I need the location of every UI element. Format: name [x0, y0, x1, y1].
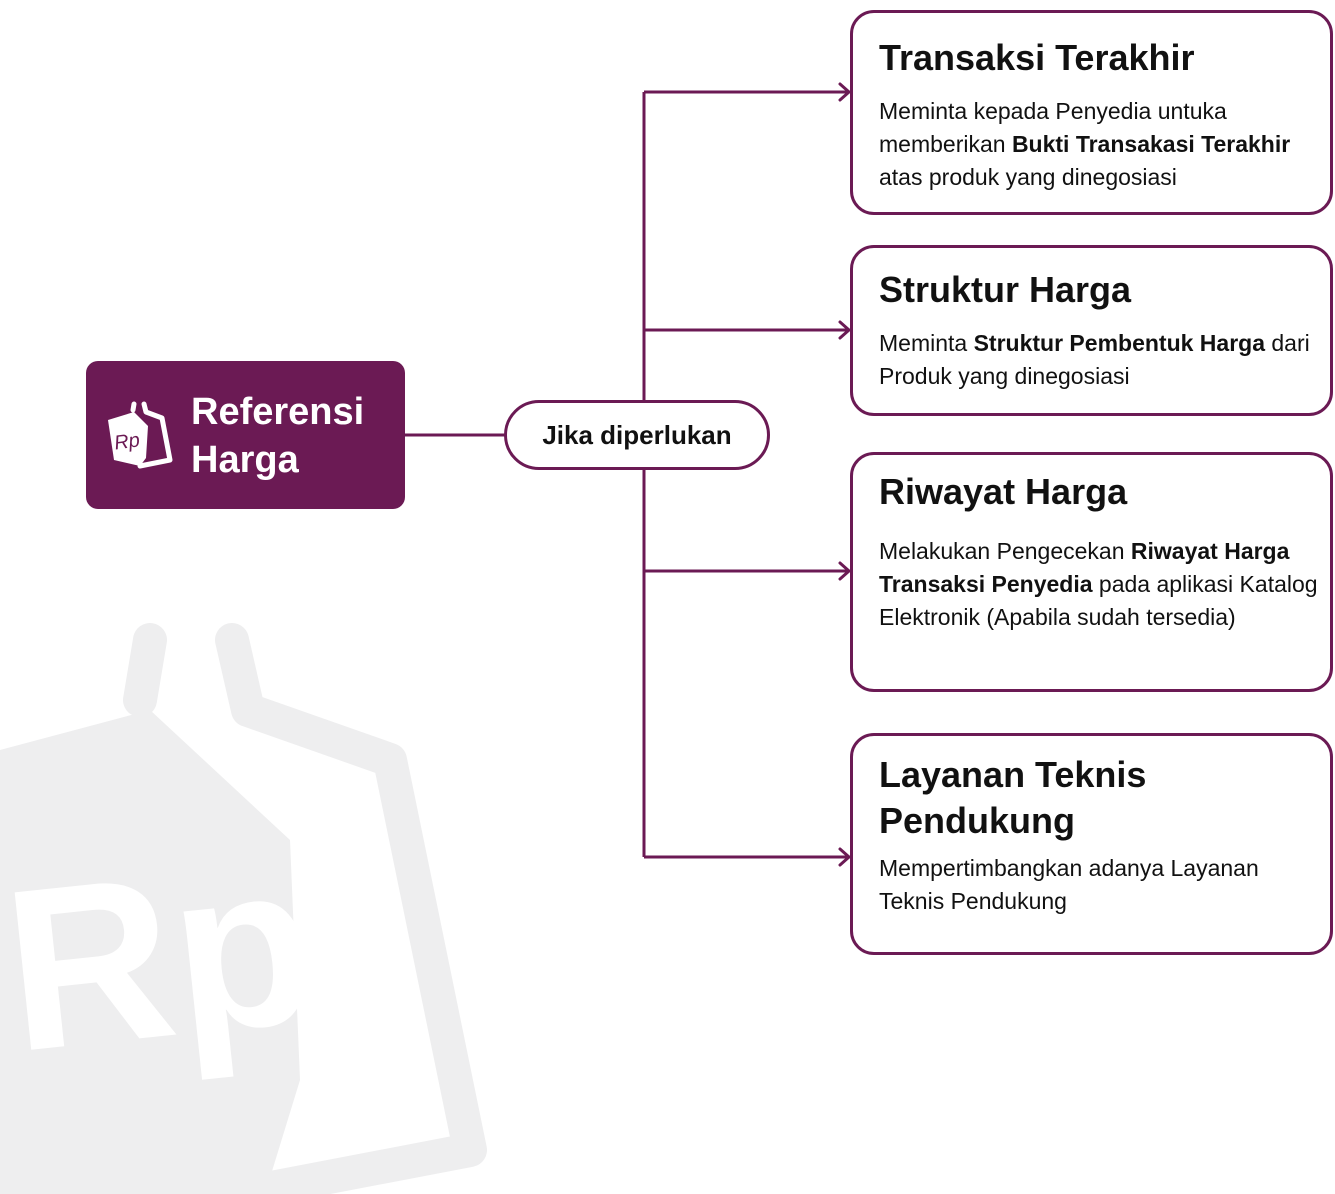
description-bold-text: Riwayat Harga Transaksi Penyedia [879, 538, 1290, 597]
description-bold-text: Bukti Transakasi Terakhir [1011, 131, 1291, 157]
card-title: Transaksi Terakhir [879, 37, 1195, 78]
description-text: atas produk yang dinegosiasi [879, 164, 1177, 190]
arrowhead-3 [838, 561, 851, 581]
description-text: Melakukan Pengecekan [879, 538, 1131, 564]
root-title: Referensi Harga [191, 388, 396, 484]
description-text: Mempertimbangkan adanya Layanan Teknis P… [879, 855, 1259, 914]
description-text: pada aplikasi Katalog Elektronik (Apabil… [879, 571, 1318, 630]
card-description: Melakukan Pengecekan Riwayat Harga Trans… [879, 535, 1324, 634]
description-bold-text: Struktur Pembentuk Harga [973, 330, 1265, 356]
root-icon-rp-text: Rp [113, 429, 141, 454]
root-title-line-2: Harga [191, 439, 299, 481]
arrowhead-2 [838, 320, 851, 340]
card-transaksi-terakhir: Transaksi Terakhir Meminta kepada Penyed… [850, 10, 1333, 215]
arrowhead-1 [838, 82, 851, 102]
condition-label: Jika diperlukan [542, 419, 732, 450]
description-text: Meminta [879, 330, 974, 356]
condition-pill: Jika diperlukan [504, 400, 770, 470]
description-text: dari Produk yang dinegosiasi [879, 330, 1310, 389]
watermark-rp-text: Rp [0, 812, 326, 1100]
card-layanan-teknis-pendukung: Layanan Teknis Pendukung Mempertimbangka… [850, 733, 1333, 955]
card-description: Meminta Struktur Pembentuk Harga dari Pr… [879, 327, 1324, 393]
card-struktur-harga: Struktur Harga Meminta Struktur Pembentu… [850, 245, 1333, 416]
price-tag-rp-icon: Rp [108, 401, 173, 469]
card-title: Riwayat Harga [879, 471, 1128, 512]
price-tag-rp-watermark: Rp [0, 623, 487, 1194]
card-title: Layanan Teknis Pendukung [879, 754, 1147, 841]
card-description: Meminta kepada Penyedia untuka memberika… [879, 95, 1324, 194]
arrowhead-4 [838, 847, 851, 867]
root-title-line-1: Referensi [191, 391, 365, 433]
card-title: Struktur Harga [879, 269, 1132, 310]
description-text: Meminta kepada Penyedia untuka memberika… [879, 98, 1227, 157]
card-riwayat-harga: Riwayat Harga Melakukan Pengecekan Riway… [850, 452, 1333, 692]
card-description: Mempertimbangkan adanya Layanan Teknis P… [879, 852, 1324, 918]
